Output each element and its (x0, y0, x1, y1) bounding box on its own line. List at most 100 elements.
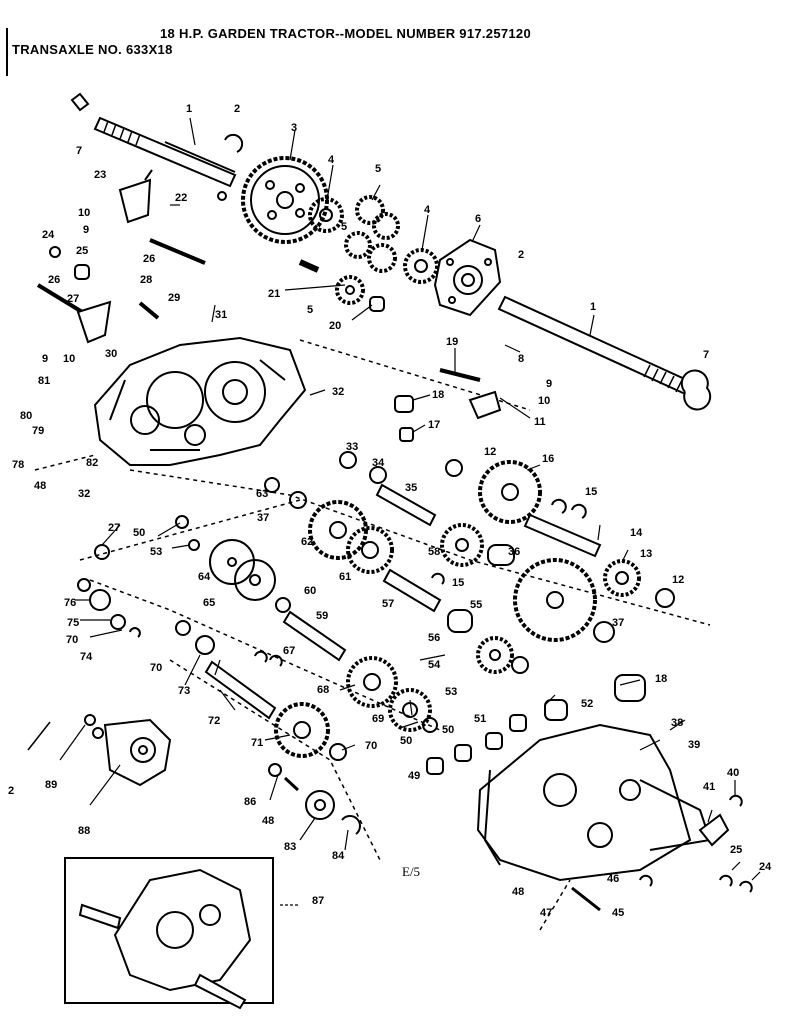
gear-63 (264, 477, 280, 493)
washer (110, 614, 126, 630)
collar (70, 92, 90, 112)
callout-label: 68 (317, 684, 329, 696)
callout-label: 45 (612, 907, 624, 919)
callout-label: 62 (301, 536, 313, 548)
callout-label: 20 (329, 320, 341, 332)
callout-label: 31 (215, 309, 227, 321)
disc-65 (234, 559, 276, 601)
shift-fork (468, 390, 502, 420)
bushing (485, 732, 503, 750)
collar (447, 609, 473, 633)
nut (268, 763, 282, 777)
gear-54 (476, 636, 514, 674)
bushing (509, 714, 527, 732)
callout-label: 18 (655, 673, 667, 685)
callout-label: 28 (140, 274, 152, 286)
callout-label: 6 (475, 213, 481, 225)
callout-label: 78 (12, 459, 24, 471)
washer (188, 539, 200, 551)
shaft-59 (282, 610, 347, 662)
washer (77, 578, 91, 592)
callout-label: 21 (268, 288, 280, 300)
callout-label: 84 (332, 850, 345, 862)
callout-label: 18 (432, 389, 444, 401)
callout-label: 80 (20, 410, 32, 422)
axle-cover (103, 718, 172, 787)
callout-label: 9 (83, 224, 89, 236)
callout-label: 24 (42, 229, 55, 241)
callout-label: 89 (45, 779, 57, 791)
bushing (399, 427, 414, 442)
bearing (89, 589, 111, 611)
washer (511, 656, 529, 674)
callout-label: 61 (339, 571, 351, 583)
callout-label: 67 (283, 645, 295, 657)
callout-label: 49 (408, 770, 420, 782)
callout-label: 34 (372, 457, 385, 469)
callout-label: 63 (256, 488, 268, 500)
callout-label: 71 (251, 737, 263, 749)
splined-shaft (523, 513, 602, 558)
callout-label: 70 (150, 662, 162, 674)
washer (84, 714, 96, 726)
callout-label: 16 (542, 453, 554, 465)
callout-label: 4 (328, 154, 335, 166)
bearing (339, 451, 357, 469)
callout-label: 73 (178, 685, 190, 697)
bushing (614, 674, 646, 702)
seal (341, 815, 361, 835)
callout-label: 82 (86, 457, 98, 469)
callout-label: 53 (150, 546, 162, 558)
callout-label: 75 (67, 617, 79, 629)
shift-fork (76, 300, 112, 344)
callout-label: 79 (32, 425, 44, 437)
shift-rod (149, 238, 206, 265)
callout-label: 12 (672, 574, 684, 586)
shift-rod (439, 368, 481, 382)
washer (422, 717, 438, 733)
callout-label: 14 (630, 527, 643, 539)
gear-61 (346, 526, 394, 574)
small-gear (308, 197, 344, 233)
callout-label: 48 (262, 815, 274, 827)
callout-label: 25 (76, 245, 88, 257)
snap-ring (551, 498, 587, 519)
callout-label: 81 (38, 375, 50, 387)
gear-62 (308, 500, 368, 560)
callout-label: 23 (94, 169, 106, 181)
callout-label: 9 (42, 353, 48, 365)
washer (289, 491, 307, 509)
callout-label: 37 (612, 617, 624, 629)
callout-label: 40 (727, 767, 739, 779)
ring (49, 246, 61, 258)
margin-rule (6, 28, 8, 76)
callout-label: 4 (424, 204, 431, 216)
large-gear (241, 156, 329, 244)
page-reference: E/5 (402, 864, 420, 879)
snap-ring (639, 874, 653, 887)
callout-label: 7 (703, 349, 709, 361)
callout-label: 87 (312, 895, 324, 907)
callout-label: 11 (534, 416, 546, 428)
callout-label: 32 (78, 488, 90, 500)
gear-71 (274, 702, 330, 758)
disc-64 (209, 539, 255, 585)
key (27, 721, 51, 751)
pin (298, 259, 320, 273)
callout-label: 70 (365, 740, 377, 752)
callout-label: 10 (538, 395, 550, 407)
callout-label: 47 (540, 907, 552, 919)
callout-label: 33 (346, 441, 358, 453)
shaft-72 (204, 660, 277, 720)
callout-label: 17 (428, 419, 440, 431)
collar (698, 813, 730, 847)
callout-label: 50 (133, 527, 145, 539)
callout-label: 54 (428, 659, 441, 671)
callout-label: 83 (284, 841, 296, 853)
callout-label: 2 (8, 785, 14, 797)
spacer (369, 296, 385, 312)
callout-label: 48 (512, 886, 524, 898)
callout-label: 35 (405, 482, 417, 494)
snap-ring (254, 650, 283, 667)
bushing (426, 757, 444, 775)
